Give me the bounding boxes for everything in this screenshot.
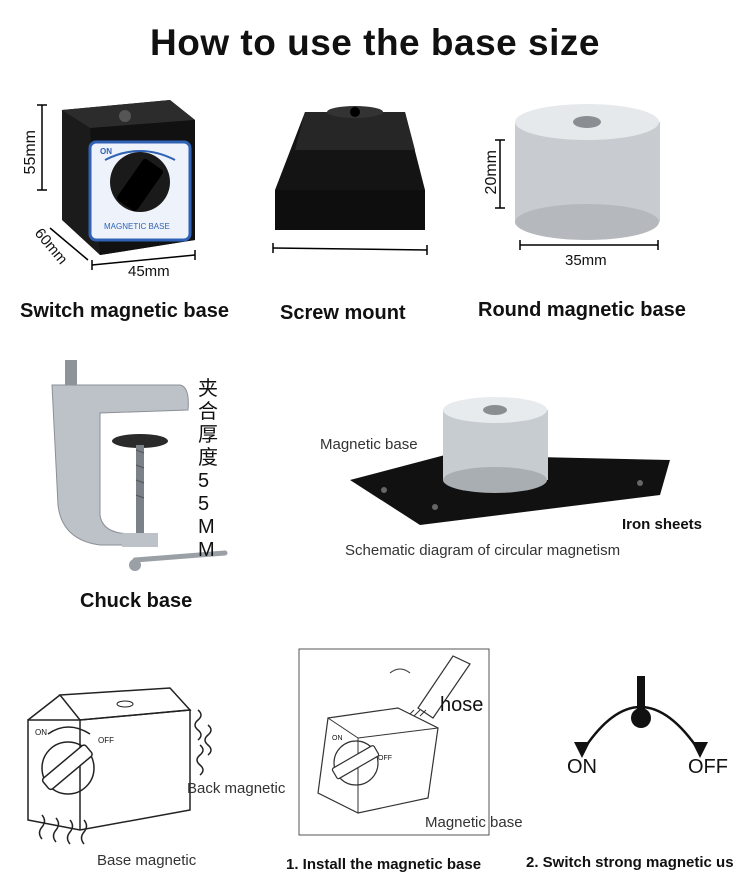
switch-base-height-label: 55mm <box>22 130 39 175</box>
switch-base-figure: 55mm 60mm 45mm ON MAGNETIC BASE <box>0 90 250 290</box>
base-magnetic-label: Base magnetic <box>97 852 197 869</box>
switch-strong-off-label: OFF <box>688 756 728 778</box>
switch-strong-diagram <box>574 676 708 758</box>
schematic-image <box>350 397 670 525</box>
install-diagram <box>298 648 490 836</box>
magnetic-direction-diagram <box>27 687 212 845</box>
round-base-width-label: 35mm <box>565 252 607 269</box>
install-caption: 1. Install the magnetic base <box>286 856 482 873</box>
schematic-caption: Schematic diagram of circular magnetism <box>345 542 621 559</box>
chuck-base-image <box>51 360 228 571</box>
schematic-iron-sheets-label: Iron sheets <box>622 516 703 533</box>
switch-strong-on-label: ON <box>567 756 597 778</box>
install-on-label: ON <box>332 735 343 742</box>
page-title: How to use the base size <box>150 22 600 63</box>
diagram-on-label: ON <box>35 728 47 737</box>
round-base-image <box>495 104 660 250</box>
chuck-base-caption: Chuck base <box>80 590 193 612</box>
switch-strong-caption: 2. Switch strong magnetic us <box>526 854 734 871</box>
screw-mount-caption: Screw mount <box>280 302 406 324</box>
round-base-caption: Round magnetic base <box>478 299 686 321</box>
switch-base-brand-label: MAGNETIC BASE <box>104 222 170 231</box>
back-magnetic-label: Back magnetic <box>187 780 286 797</box>
diagram-off-label: OFF <box>98 736 114 745</box>
switch-base-image <box>37 100 196 270</box>
install-off-label: OFF <box>378 755 392 762</box>
install-hose-label: hose <box>440 694 484 716</box>
switch-base-caption: Switch magnetic base <box>20 300 229 322</box>
schematic-magnetic-base-label: Magnetic base <box>320 436 418 453</box>
switch-base-on-label: ON <box>100 147 112 156</box>
round-base-height-label: 20mm <box>483 150 500 195</box>
install-magnetic-base-label: Magnetic base <box>425 814 523 831</box>
chuck-clamp-thickness-label: 夹合厚度55MM <box>198 378 218 561</box>
switch-base-width-label: 45mm <box>128 263 170 280</box>
screw-mount-image <box>272 106 428 255</box>
